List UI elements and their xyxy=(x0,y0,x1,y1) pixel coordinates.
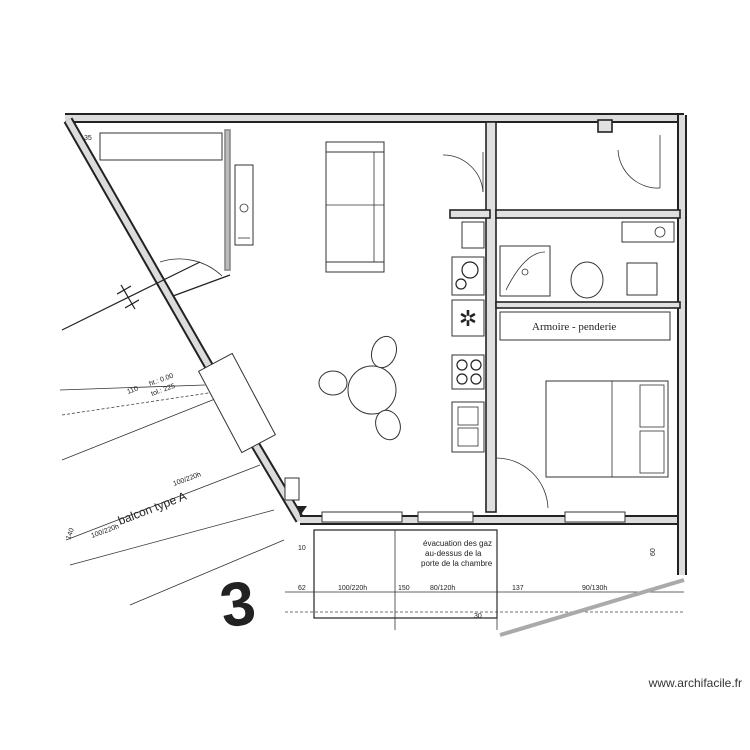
dim-balcony-0: 110 xyxy=(126,385,139,395)
wardrobe-label: Armoire - penderie xyxy=(532,321,616,333)
bathroom xyxy=(499,221,675,299)
dim-top-2: 150 xyxy=(398,585,410,592)
dining-table xyxy=(318,335,401,441)
watermark: www.archifacile.fr xyxy=(648,676,742,690)
doors xyxy=(159,135,661,509)
svg-text:✲: ✲ xyxy=(459,306,477,331)
dim-top-1: 100/220h xyxy=(338,585,367,592)
dim-misc-0: 35 xyxy=(84,135,92,142)
balcony-label: balcon type A xyxy=(116,489,188,528)
evacuation-label-3: porte de la chambre xyxy=(421,559,493,568)
dim-balcony-3: 100/220h xyxy=(90,523,120,540)
dim-misc-2: 60 xyxy=(650,548,657,556)
kitchen-counter xyxy=(99,132,254,246)
dim-top-5: 90/130h xyxy=(582,585,607,592)
lot-number: 3 xyxy=(216,568,260,641)
dim-top-0: 62 xyxy=(298,585,306,592)
bed xyxy=(545,380,669,478)
interior-walls xyxy=(172,119,681,513)
dim-balcony-4: 100/220h xyxy=(172,471,202,488)
balcony-bottom xyxy=(285,529,685,637)
windows xyxy=(284,477,626,523)
evacuation-label-2: au-dessus de la xyxy=(425,549,482,558)
dim-top-4: 137 xyxy=(512,585,524,592)
dim-misc-3: 30 xyxy=(474,613,482,620)
dim-top-3: 80/120h xyxy=(430,585,455,592)
sofa xyxy=(325,141,385,273)
evacuation-label-1: évacuation des gaz xyxy=(423,539,492,548)
dim-misc-1: 10 xyxy=(298,545,306,552)
wardrobe xyxy=(499,311,671,341)
balcony-left xyxy=(59,261,285,606)
dim-balcony-5: 140 xyxy=(65,527,76,540)
bedroom xyxy=(499,311,671,478)
stair-symbol xyxy=(116,284,140,310)
kitchen-appliances: ✲ xyxy=(451,221,485,453)
